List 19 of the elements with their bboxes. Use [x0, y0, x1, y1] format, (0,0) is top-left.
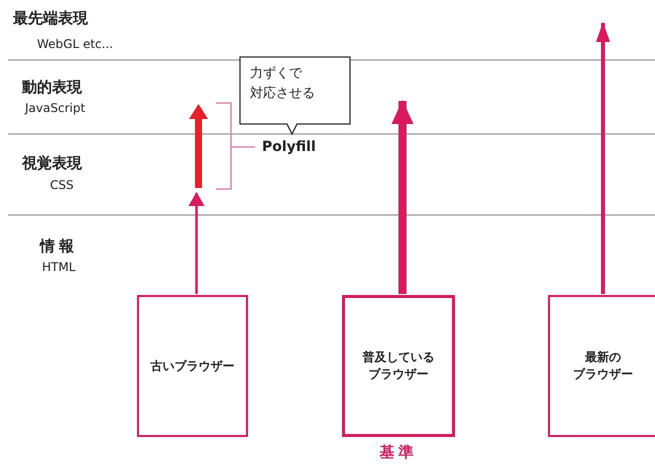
polyfill-arrow [189, 104, 208, 188]
layer-title: 最先端表現 [13, 9, 88, 28]
layer-title: 視覚表現 [22, 154, 82, 173]
layer-title: 情報 [40, 237, 78, 256]
layer-tech: CSS [50, 178, 74, 192]
polyfill-label: Polyfill [262, 139, 316, 155]
layer-tech: JavaScript [25, 101, 86, 115]
arrow [188, 192, 204, 294]
arrow [392, 100, 414, 294]
arrow [596, 22, 610, 294]
browser-box: 古いブラウザー [137, 295, 248, 437]
browser-box: 最新のブラウザー [548, 295, 655, 437]
speech-bubble [239, 56, 353, 138]
layer-title: 動的表現 [22, 78, 82, 97]
layer-tech: WebGL etc... [37, 37, 114, 51]
callout-text: 力ずくで対応させる [250, 65, 316, 103]
layer-tech: HTML [42, 260, 76, 274]
baseline-label: 基準 [378, 443, 418, 462]
browser-box: 普及しているブラウザー [342, 295, 455, 437]
